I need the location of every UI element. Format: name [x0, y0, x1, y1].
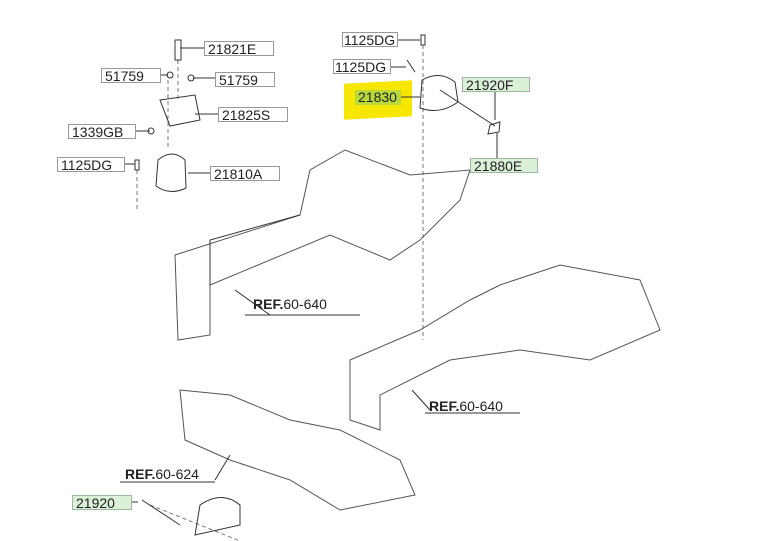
ref-60-624[interactable]: REF.60-624: [125, 466, 199, 482]
part-label-51759-right[interactable]: 51759: [215, 72, 275, 88]
part-label-21821E[interactable]: 21821E: [204, 41, 274, 57]
part-label-51759-left[interactable]: 51759: [101, 68, 161, 84]
ref-prefix: REF.: [253, 296, 284, 312]
part-label-21880E[interactable]: 21880E: [470, 158, 538, 174]
part-label-21830[interactable]: 21830: [355, 90, 401, 105]
ref-60-640-left[interactable]: REF.60-640: [253, 296, 327, 312]
part-label-21920F[interactable]: 21920F: [462, 77, 530, 93]
ref-number: 60-640: [283, 296, 327, 312]
part-label-21920[interactable]: 21920: [72, 495, 132, 511]
ref-60-640-right[interactable]: REF.60-640: [429, 398, 503, 414]
part-label-1125DG-left[interactable]: 1125DG: [57, 157, 125, 173]
part-label-1125DG-top[interactable]: 1125DG: [342, 32, 398, 48]
part-label-1125DG-mid[interactable]: 1125DG: [333, 59, 391, 75]
ref-prefix: REF.: [125, 466, 156, 482]
ref-number: 60-640: [459, 398, 503, 414]
ref-number: 60-624: [155, 466, 199, 482]
part-label-21825S[interactable]: 21825S: [218, 107, 288, 123]
part-label-21810A[interactable]: 21810A: [210, 166, 280, 182]
part-label-1339GB[interactable]: 1339GB: [68, 124, 136, 140]
ref-prefix: REF.: [429, 398, 460, 414]
